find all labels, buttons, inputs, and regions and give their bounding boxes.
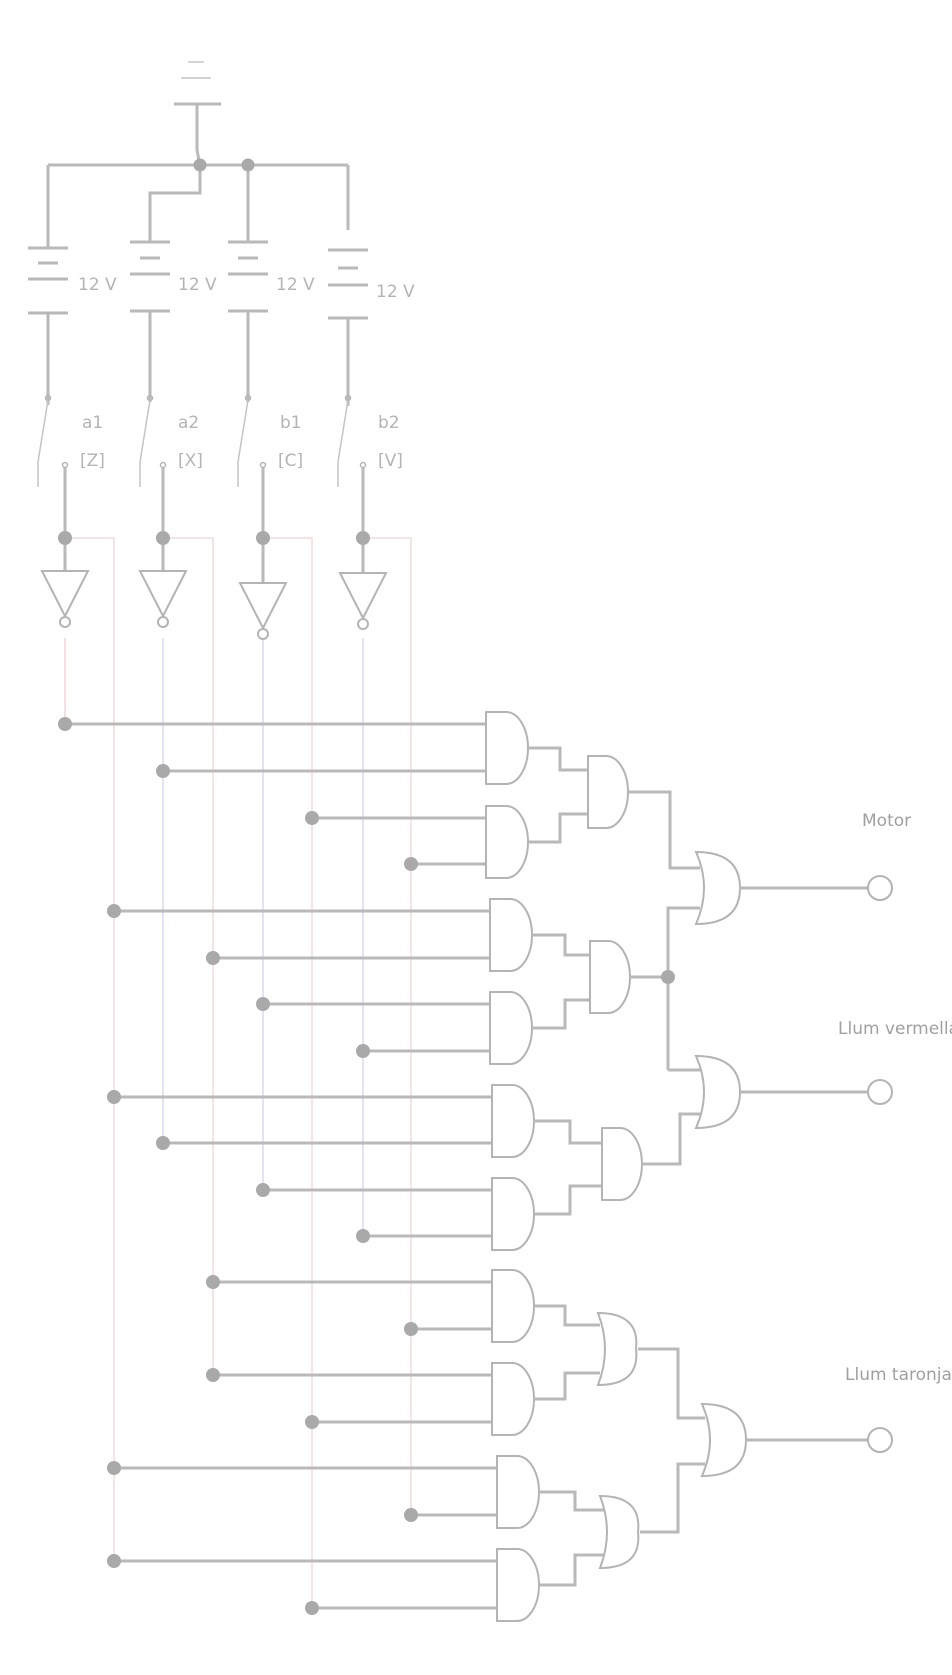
battery-3: 12 V <box>228 240 315 402</box>
supply-rail <box>46 158 350 248</box>
not-gate-a1 <box>40 545 90 628</box>
junction-dot <box>256 531 270 545</box>
lamp-icon <box>867 875 893 901</box>
battery-voltage-label: 12 V <box>276 275 315 295</box>
output-label: Llum vermella <box>838 1019 952 1039</box>
switch-key-label: [V] <box>378 451 403 471</box>
output-red-light: Llum vermella <box>740 1019 952 1105</box>
level-2-wires <box>528 746 604 1587</box>
output-label: Llum taronja <box>845 1365 952 1385</box>
lamp-icon <box>867 1079 893 1105</box>
or-gates-output <box>694 850 748 1478</box>
gates-level-2 <box>587 755 643 1570</box>
switch-b2[interactable]: b2 [V] <box>337 394 403 534</box>
signal-buses <box>58 531 412 1608</box>
junction-dot <box>241 158 255 172</box>
junction-dot <box>193 158 207 172</box>
junction-dot <box>356 531 370 545</box>
switch-name-label: a1 <box>82 413 103 433</box>
ground-icon <box>174 61 221 167</box>
lamp-icon <box>867 1427 893 1453</box>
battery-voltage-label: 12 V <box>178 275 217 295</box>
junction-dot <box>58 531 72 545</box>
switch-key-label: [X] <box>178 451 203 471</box>
not-gate-a2 <box>138 545 188 628</box>
switch-name-label: a2 <box>178 413 199 433</box>
switch-name-label: b1 <box>280 413 302 433</box>
battery-1: 12 V <box>28 246 117 405</box>
junction-dot <box>661 970 675 984</box>
battery-4: 12 V <box>328 248 415 406</box>
output-label: Motor <box>862 811 911 831</box>
battery-voltage-label: 12 V <box>376 282 415 302</box>
switch-name-label: b2 <box>378 413 400 433</box>
switch-key-label: [C] <box>278 451 303 471</box>
switch-key-label: [Z] <box>80 451 105 471</box>
switch-b1[interactable]: b1 [C] <box>237 394 303 534</box>
switch-a2[interactable]: a2 [X] <box>139 394 203 534</box>
and-gates-level-1 <box>485 711 540 1622</box>
battery-2: 12 V <box>130 240 217 402</box>
output-orange-light: Llum taronja <box>746 1365 952 1453</box>
not-gate-b1 <box>238 545 288 640</box>
switch-a1[interactable]: a1 [Z] <box>37 394 105 534</box>
junction-dot <box>156 531 170 545</box>
level-3-wires <box>628 790 705 1534</box>
battery-voltage-label: 12 V <box>78 275 117 295</box>
output-motor: Motor <box>740 811 911 901</box>
not-gate-b2 <box>338 545 388 630</box>
gate-input-wires <box>58 717 497 1615</box>
